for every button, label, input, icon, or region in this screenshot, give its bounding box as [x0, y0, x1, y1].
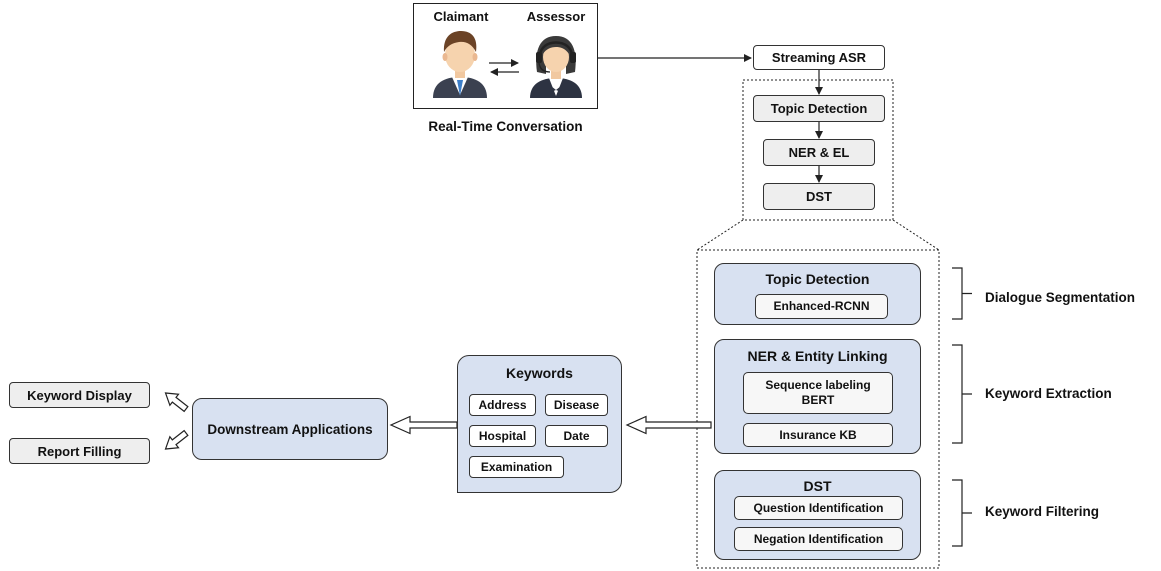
sequence-labeling-label: Sequence labeling — [765, 378, 871, 392]
expansion-line-right — [892, 219, 940, 251]
keyword-address: Address — [469, 394, 536, 416]
bracket-segmentation — [952, 267, 972, 320]
ner-module-title: NER & Entity Linking — [747, 348, 888, 364]
downstream-applications-box: Downstream Applications — [192, 398, 388, 460]
conversation-caption: Real-Time Conversation — [428, 119, 583, 134]
assessor-avatar — [530, 36, 582, 98]
keyword-date: Date — [545, 425, 608, 447]
topic-module-title: Topic Detection — [765, 271, 870, 287]
keyword-examination: Examination — [469, 456, 564, 478]
insurance-kb-box: Insurance KB — [743, 423, 893, 447]
pipeline-ner-box: NER & EL — [763, 139, 875, 166]
downstream-to-report-arrow — [164, 429, 189, 450]
dst-module-title: DST — [803, 478, 832, 494]
bracket-filtering — [952, 479, 972, 547]
keyword-filtering-label: Keyword Filtering — [985, 504, 1100, 519]
expansion-line-left — [696, 219, 744, 251]
modules-dotted-frame — [696, 249, 940, 569]
modules-to-keywords-arrow — [625, 415, 712, 435]
claimant-label: Claimant — [433, 9, 489, 24]
sequence-labeling-bert-box: Sequence labeling BERT — [743, 372, 893, 414]
keyword-display-box: Keyword Display — [9, 382, 150, 408]
dialogue-segmentation-label: Dialogue Segmentation — [985, 290, 1136, 305]
keyword-hospital: Hospital — [469, 425, 536, 447]
claimant-avatar — [433, 31, 487, 98]
keywords-to-downstream-arrow — [389, 415, 458, 435]
pipeline-dotted-frame — [742, 79, 894, 221]
bracket-extraction — [952, 344, 972, 444]
question-identification-box: Question Identification — [734, 496, 903, 520]
conversation-panel — [413, 3, 598, 109]
report-filling-box: Report Filling — [9, 438, 150, 464]
negation-identification-box: Negation Identification — [734, 527, 903, 551]
bert-label: BERT — [801, 393, 835, 407]
assessor-label: Assessor — [526, 9, 586, 24]
enhanced-rcnn-box: Enhanced-RCNN — [755, 294, 888, 319]
downstream-to-display-arrow — [164, 392, 189, 413]
pipeline-topic-box: Topic Detection — [753, 95, 885, 122]
streaming-asr-box: Streaming ASR — [753, 45, 885, 70]
keywords-title: Keywords — [506, 365, 573, 381]
keyword-extraction-label: Keyword Extraction — [985, 386, 1112, 401]
pipeline-dst-box: DST — [763, 183, 875, 210]
keyword-disease: Disease — [545, 394, 608, 416]
